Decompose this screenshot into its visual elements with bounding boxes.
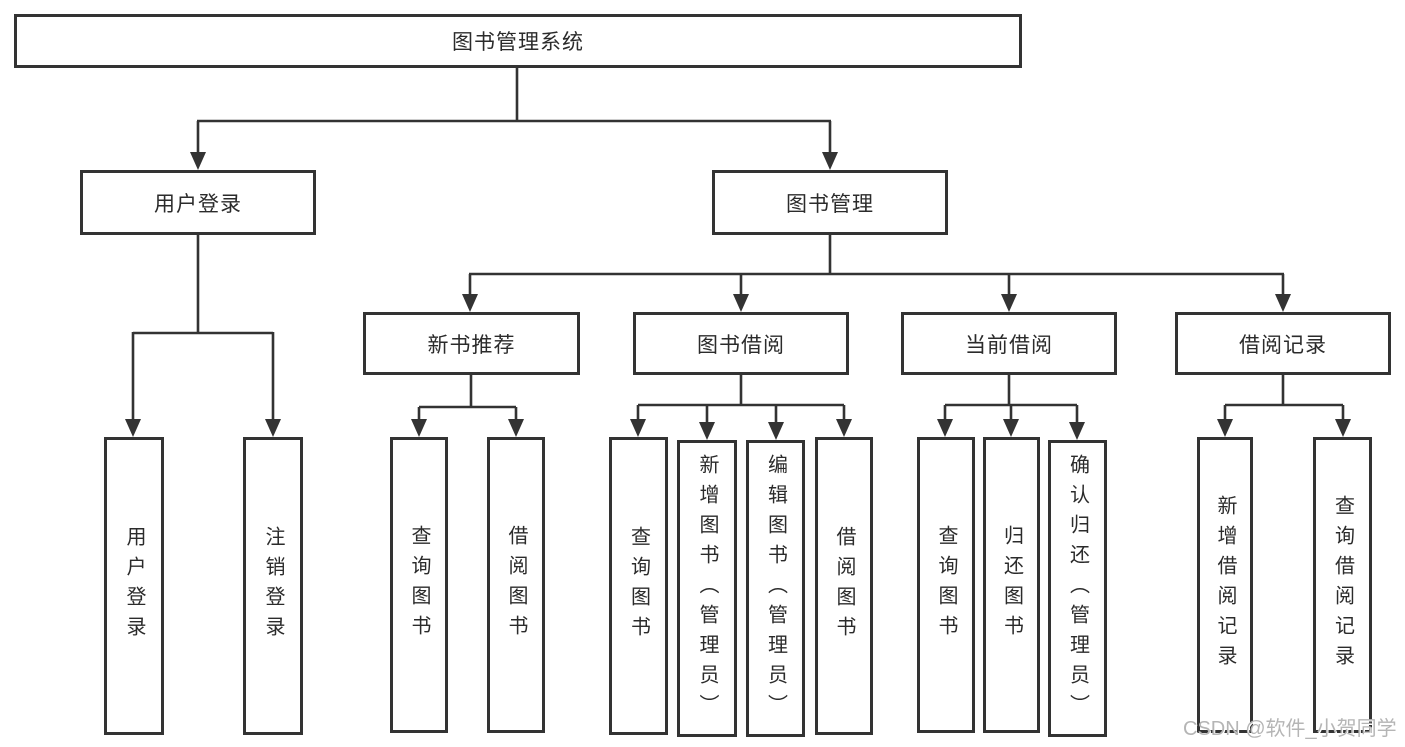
node-label: 用户登录 [123,526,145,646]
node-return-books: 归还图书 [983,437,1040,733]
node-user-login-action: 用户登录 [104,437,164,735]
node-label: 图书管理系统 [452,31,584,54]
connector-root-to-level2 [196,68,832,158]
connector-borrowing-to-leaves [636,375,846,425]
node-label: 新增借阅记录 [1214,495,1236,675]
node-user-login-branch: 用户登录 [80,170,316,235]
node-book-borrowing: 图书借阅 [633,312,849,375]
connector-userlogin-to-leaves [131,235,275,424]
node-borrowing-records: 借阅记录 [1175,312,1391,375]
csdn-watermark: CSDN @软件_小贺同学 [1183,718,1397,740]
arrowhead-icons [125,152,1351,440]
node-new-book-recommend: 新书推荐 [363,312,580,375]
connector-records-to-leaves [1223,375,1345,425]
connector-newbook-to-leaves [417,375,518,425]
node-query-books-recommend: 查询图书 [390,437,448,733]
node-label: 确认归还（管理员） [1066,453,1089,724]
connector-bookmgmt-to-level3 [468,235,1285,300]
node-query-books-current: 查询图书 [917,437,975,733]
node-query-borrow-record: 查询借阅记录 [1313,437,1372,733]
node-label: 借阅图书 [505,525,527,645]
node-label: 借阅图书 [833,526,855,646]
node-label: 图书借阅 [697,333,785,357]
node-add-borrow-record: 新增借阅记录 [1197,437,1253,733]
node-label: 当前借阅 [965,333,1053,357]
node-borrow-books-recommend: 借阅图书 [487,437,545,733]
node-label: 查询图书 [408,525,430,645]
node-label: 新增图书（管理员） [696,453,718,724]
node-current-borrowing: 当前借阅 [901,312,1117,375]
node-label: 查询图书 [627,526,650,646]
node-book-management: 图书管理 [712,170,948,235]
node-label: 编辑图书（管理员） [764,453,787,724]
node-label: 注销登录 [262,526,284,646]
node-query-books-borrowing: 查询图书 [609,437,668,735]
node-library-system: 图书管理系统 [14,14,1022,68]
node-label: 新书推荐 [427,333,516,357]
node-label: 图书管理 [786,192,874,216]
node-label: 归还图书 [1000,525,1023,645]
node-label: 查询借阅记录 [1331,495,1354,675]
node-confirm-return-admin: 确认归还（管理员） [1048,440,1107,737]
node-logout-action: 注销登录 [243,437,303,735]
node-label: 查询图书 [935,525,957,645]
node-borrow-books-borrowing: 借阅图书 [815,437,873,735]
node-add-books-admin: 新增图书（管理员） [677,440,737,737]
node-label: 用户登录 [154,192,242,216]
node-label: 借阅记录 [1239,333,1327,357]
node-edit-books-admin: 编辑图书（管理员） [746,440,805,737]
connector-stems [131,68,1345,425]
connector-current-to-leaves [943,375,1079,425]
